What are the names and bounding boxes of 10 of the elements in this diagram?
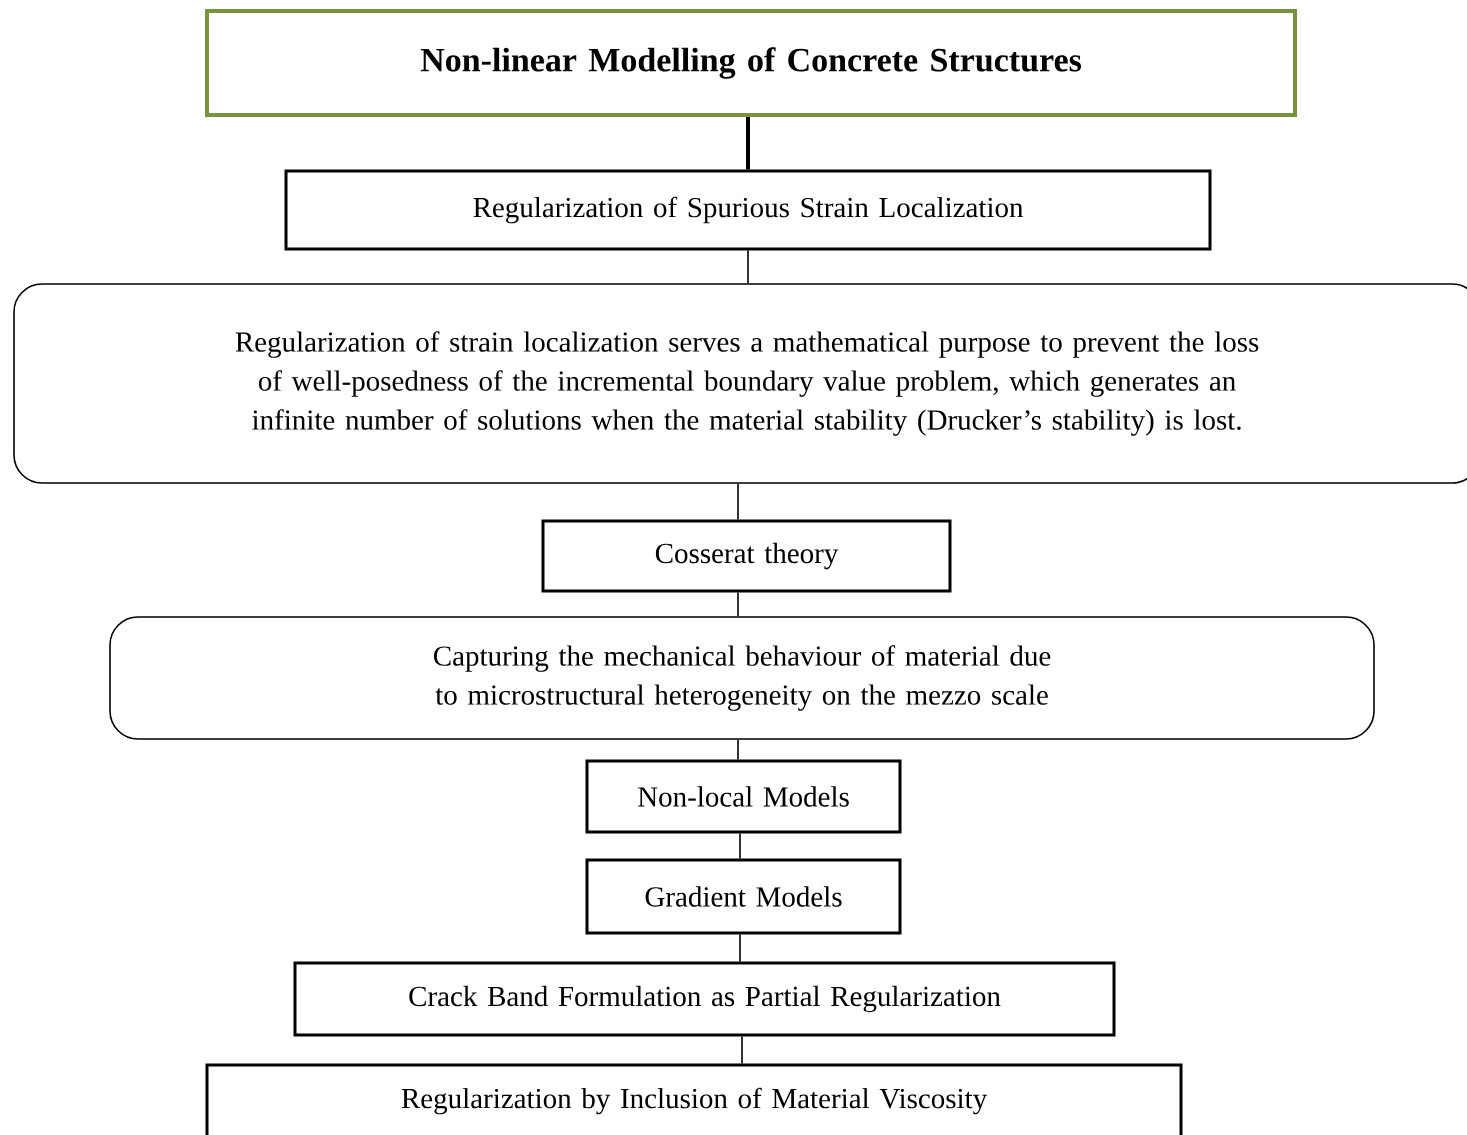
process-box: Non-local Models — [585, 759, 902, 834]
description-box: Capturing the mechanical behaviour of material due to microstructural heterogeneity on the mezzo scale — [109, 616, 1375, 740]
process-box: Cosserat theory — [541, 519, 952, 593]
process-box: Regularization by Inclusion of Material Viscosity — [205, 1063, 1183, 1135]
title-box: Non-linear Modelling of Concrete Structures — [205, 9, 1297, 117]
description-box: Regularization of strain localization serves a mathematical purpose to prevent the loss of well-posedness of the incremental boundary value problem, which generates an infinite number of solutions when the material stability (Drucker’s stability) is lost. — [13, 283, 1467, 484]
process-box: Gradient Models — [585, 858, 902, 935]
process-box: Regularization of Spurious Strain Localization — [284, 169, 1212, 251]
process-box: Crack Band Formulation as Partial Regularization — [293, 961, 1116, 1037]
connector-line — [747, 249, 749, 284]
